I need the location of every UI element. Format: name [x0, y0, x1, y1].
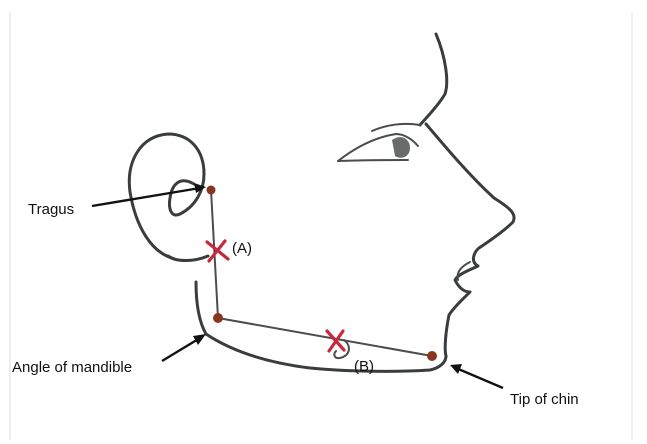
- angle-of-mandible-arrow: [161, 334, 206, 363]
- angle-to-chin-line: [217, 317, 433, 357]
- face-profile-outline: [424, 122, 516, 358]
- ear-lobe-outline: [166, 254, 210, 262]
- eye-pupil: [392, 137, 410, 158]
- angle-of-mandible-label: Angle of mandible: [12, 359, 132, 376]
- jaw-outline: [204, 332, 448, 373]
- ramus-outline: [194, 280, 208, 336]
- tragus-landmark-dot: [206, 185, 216, 195]
- forehead-outline: [418, 32, 449, 127]
- tip-of-chin-arrow: [450, 364, 504, 390]
- tip-of-chin-label: Tip of chin: [510, 391, 579, 408]
- tip-of-chin-landmark-dot: [427, 351, 437, 361]
- point-a-cross-mark: [205, 239, 230, 263]
- point-b-cross-mark: [325, 329, 350, 360]
- tragus-label: Tragus: [28, 201, 74, 218]
- angle-of-mandible-landmark-dot: [213, 313, 223, 323]
- ear-outline: [127, 132, 206, 260]
- tragus-arrow: [91, 183, 206, 208]
- point-a-label: (A): [232, 240, 252, 257]
- lower-lip-shadow: [456, 261, 471, 281]
- eye: [337, 122, 421, 162]
- point-b-label: (B): [354, 358, 374, 375]
